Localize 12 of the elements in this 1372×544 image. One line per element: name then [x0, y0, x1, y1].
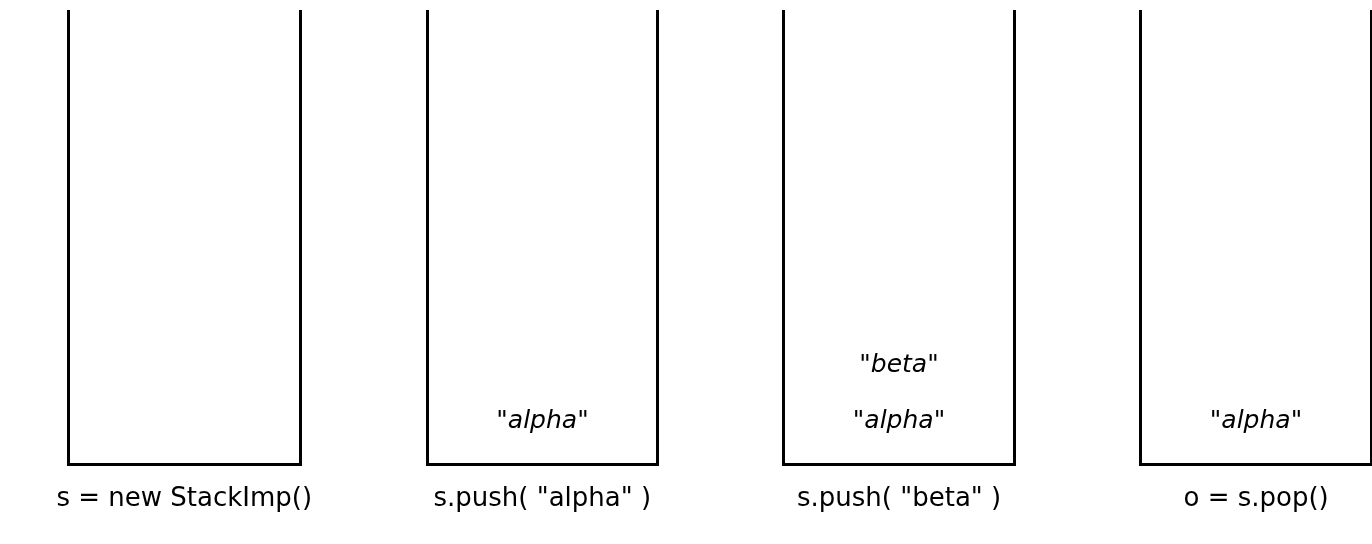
stack-container	[67, 10, 302, 466]
stack-container	[782, 10, 1016, 466]
stack-item-label: "alpha"	[496, 405, 589, 435]
stack-item-label: "alpha"	[852, 405, 946, 435]
code-caption: s = new StackImp()	[56, 481, 313, 514]
code-caption: s.push( "beta" )	[797, 481, 1002, 514]
stack-item-label: "beta"	[859, 349, 939, 379]
stack-container	[1139, 10, 1372, 466]
stack-container	[426, 10, 659, 466]
code-caption: o = s.pop()	[1183, 481, 1329, 514]
stack-item-label: "alpha"	[1209, 405, 1303, 435]
code-caption: s.push( "alpha" )	[433, 481, 652, 514]
